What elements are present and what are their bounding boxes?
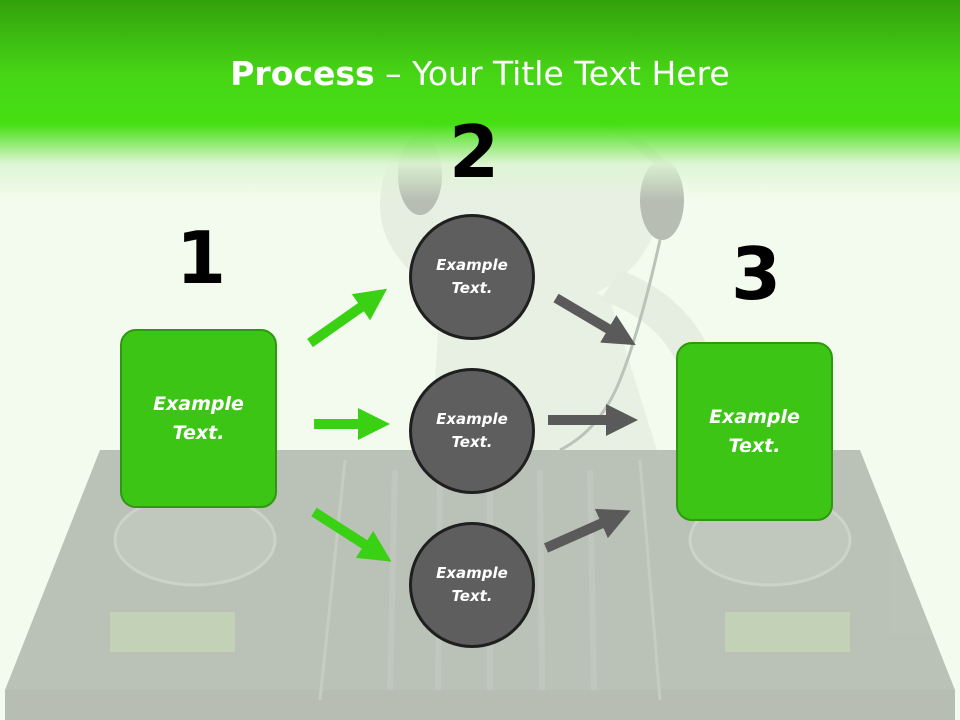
arrow-gray-down-icon — [553, 293, 636, 346]
middle-circle-1: Example Text. — [409, 214, 535, 340]
title-rest: – Your Title Text Here — [374, 54, 730, 93]
middle-circle-3-text: Example Text. — [436, 564, 508, 605]
header-band — [0, 0, 960, 200]
step-3-box: Example Text. — [676, 342, 833, 521]
step-number-3: 3 — [731, 232, 782, 316]
slide-title: Process – Your Title Text Here — [0, 52, 960, 96]
middle-circle-3: Example Text. — [409, 522, 535, 648]
arrow-green-down-icon — [311, 507, 392, 562]
middle-circle-1-text: Example Text. — [436, 256, 508, 297]
arrow-green-up-icon — [307, 288, 388, 348]
title-strong: Process — [230, 54, 375, 93]
middle-circle-2-text: Example Text. — [436, 410, 508, 451]
step-3-text: Example Text. — [709, 405, 800, 457]
step-1-box: Example Text. — [120, 329, 277, 508]
step-1-text: Example Text. — [153, 392, 244, 444]
step-number-1: 1 — [176, 216, 227, 300]
arrow-gray-up-icon — [543, 508, 631, 553]
middle-circle-2: Example Text. — [409, 368, 535, 494]
step-number-2: 2 — [449, 110, 500, 194]
